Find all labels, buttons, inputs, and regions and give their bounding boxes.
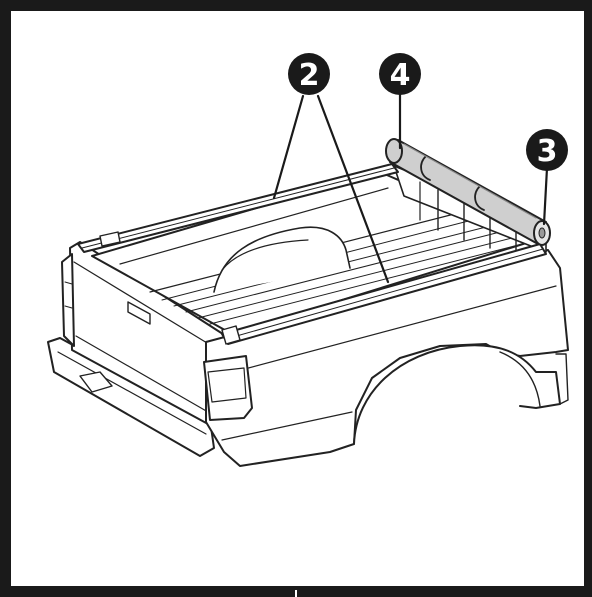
callout-2-circle bbox=[288, 53, 330, 95]
right-tail-light bbox=[203, 355, 253, 421]
left-tail-light bbox=[61, 253, 75, 347]
leader-2-left-rail bbox=[272, 94, 305, 200]
truck-bed-illustration bbox=[47, 138, 569, 467]
leader-2-right-rail bbox=[316, 94, 390, 284]
leader-lines bbox=[272, 92, 549, 284]
callout-4-circle bbox=[379, 53, 421, 95]
callout-2: 2 bbox=[288, 53, 330, 95]
callout-4-label: 4 bbox=[390, 58, 411, 93]
callout-3-circle bbox=[526, 129, 568, 171]
rear-bumper bbox=[47, 337, 215, 457]
callout-4: 4 bbox=[379, 53, 421, 95]
callout-2-label: 2 bbox=[299, 58, 320, 93]
rolled-cover bbox=[385, 138, 551, 246]
callout-3-label: 3 bbox=[537, 134, 558, 169]
wheel-arch bbox=[353, 344, 561, 445]
callout-3: 3 bbox=[526, 129, 568, 171]
leader-3 bbox=[542, 166, 549, 226]
bed-side-panel bbox=[205, 249, 569, 467]
